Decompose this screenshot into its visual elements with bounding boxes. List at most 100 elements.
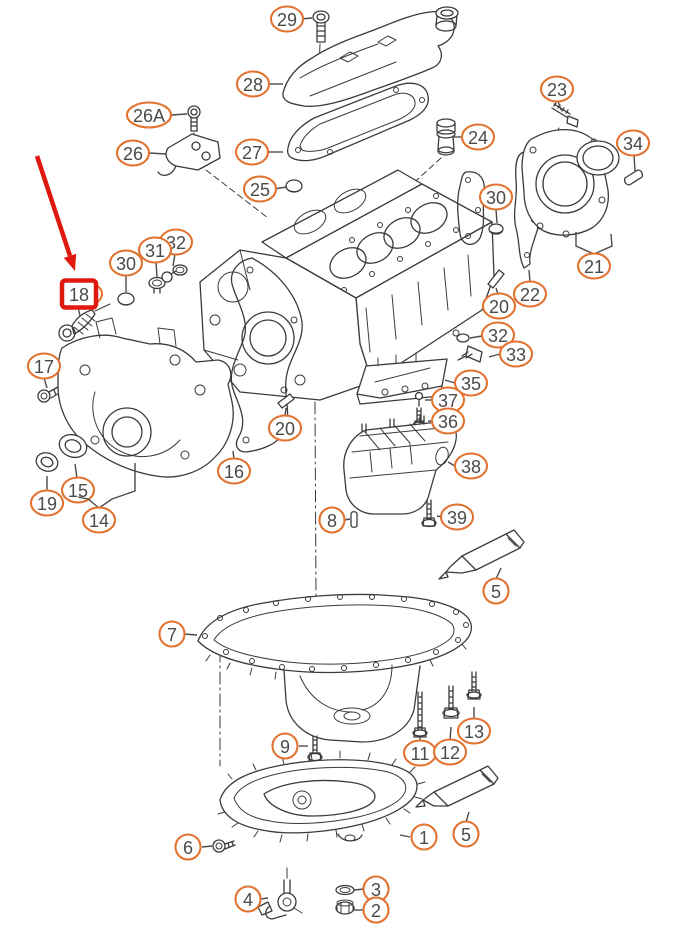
callout-ellipse: [410, 823, 438, 851]
upper-oil-pan-7-part: [197, 593, 473, 743]
callout-38[interactable]: 38: [447, 452, 489, 480]
callout-26A[interactable]: 26A: [125, 101, 188, 129]
callout-13[interactable]: 13: [456, 707, 492, 745]
callout-31[interactable]: 31: [137, 236, 173, 278]
callout-ellipse: [362, 896, 390, 924]
drain-plug-2-part: [335, 899, 355, 915]
bolt-23-part: [551, 102, 579, 128]
leader-line: [528, 269, 531, 283]
parts-line-art: [35, 6, 643, 920]
screw-37-part: [414, 391, 424, 407]
filler-piece-24-part: [436, 118, 456, 156]
callout-25[interactable]: 25: [242, 175, 288, 203]
leader-line: [575, 232, 595, 255]
callout-1[interactable]: 1: [399, 823, 438, 851]
callout-35[interactable]: 35: [444, 369, 489, 397]
leader-line: [172, 253, 176, 267]
sealant-tube-5-upper-part: [438, 529, 525, 580]
bolt-6-part: [212, 839, 236, 853]
leader-line: [74, 463, 78, 479]
front-cover-oil-pump-14-part: [57, 317, 234, 478]
callout-17[interactable]: 17: [26, 352, 62, 389]
bolt-26a-part: [187, 105, 201, 132]
callout-34[interactable]: 34: [615, 129, 651, 172]
leader-line: [399, 834, 411, 838]
callout-20[interactable]: 20: [267, 407, 303, 442]
callout-7[interactable]: 7: [158, 620, 198, 648]
callout-ellipse: [480, 321, 516, 349]
callout-30[interactable]: 30: [478, 183, 514, 224]
highlight-arrow-shaft: [34, 155, 73, 257]
callout-number: 5: [491, 582, 501, 602]
callout-8[interactable]: 8: [318, 506, 351, 534]
callout-number: 17: [34, 357, 54, 377]
callout-32[interactable]: 32: [469, 321, 516, 349]
callout-15[interactable]: 15: [60, 463, 96, 504]
callout-37[interactable]: 37: [425, 386, 466, 414]
callout-number: 30: [116, 254, 136, 274]
callout-21[interactable]: 21: [575, 232, 613, 280]
callout-number: 18: [69, 285, 89, 305]
callout-18[interactable]: 18: [59, 278, 103, 317]
valve-cover-gasket-27-part: [286, 82, 429, 162]
callout-number: 34: [623, 134, 643, 154]
callout-ellipse: [478, 183, 514, 211]
callout-22[interactable]: 22: [512, 269, 548, 308]
callout-ellipse: [269, 5, 305, 33]
leader-line: [495, 208, 498, 224]
callout-ellipse: [108, 249, 144, 277]
callout-number: 36: [438, 412, 458, 432]
callout-30[interactable]: 30: [108, 249, 144, 293]
bracket-26-part: [157, 133, 221, 177]
valve-cover-part: [282, 6, 459, 107]
callout-9[interactable]: 9: [271, 732, 309, 760]
callout-number: 15: [68, 481, 88, 501]
callout-number: 4: [243, 890, 253, 910]
callout-ellipse: [439, 503, 475, 531]
callout-20[interactable]: 20: [481, 287, 517, 320]
callout-26[interactable]: 26: [115, 139, 167, 167]
callout-number: 12: [440, 743, 460, 763]
callout-number: 26: [123, 144, 143, 164]
callout-number: 5: [461, 825, 471, 845]
tensioner-valve-18-part: [58, 309, 96, 342]
callout-ellipse: [81, 506, 117, 534]
callout-4[interactable]: 4: [234, 885, 269, 913]
rear-cover-21-part: [521, 128, 620, 238]
highlight-arrow-head: [63, 253, 77, 271]
callout-28[interactable]: 28: [235, 70, 283, 98]
leader-line: [201, 845, 213, 848]
callout-number: 24: [468, 128, 488, 148]
bolt-11-part: [412, 691, 428, 738]
callout-number: 13: [464, 722, 484, 742]
callout-23[interactable]: 23: [539, 75, 575, 111]
callout-19[interactable]: 19: [29, 476, 65, 517]
callout-16[interactable]: 16: [216, 450, 252, 485]
callout-27[interactable]: 27: [234, 138, 283, 166]
callout-14[interactable]: 14: [77, 463, 136, 534]
callout-6[interactable]: 6: [174, 833, 213, 861]
bolt-39-part: [421, 499, 437, 528]
callout-number: 22: [520, 285, 540, 305]
callout-number: 23: [547, 80, 567, 100]
callout-5[interactable]: 5: [482, 567, 510, 605]
callout-ellipse: [498, 340, 534, 368]
callout-number: 39: [447, 508, 467, 528]
bolt-9-part: [307, 735, 323, 762]
callout-33[interactable]: 33: [488, 340, 534, 368]
callout-number: 35: [461, 374, 481, 394]
callout-5[interactable]: 5: [452, 811, 480, 848]
callout-ellipse: [26, 352, 62, 380]
callout-36[interactable]: 36: [428, 407, 466, 435]
callout-2[interactable]: 2: [354, 896, 390, 924]
dowel-pin-20-right-part: [487, 269, 505, 289]
callout-29[interactable]: 29: [269, 5, 313, 33]
plug-31-part: [148, 276, 166, 294]
callout-12[interactable]: 12: [432, 726, 468, 766]
callout-39[interactable]: 39: [436, 503, 475, 531]
bolt-32-left-part: [161, 264, 188, 283]
callout-11[interactable]: 11: [402, 737, 438, 767]
leader-line: [353, 888, 365, 891]
callout-24[interactable]: 24: [454, 123, 496, 151]
